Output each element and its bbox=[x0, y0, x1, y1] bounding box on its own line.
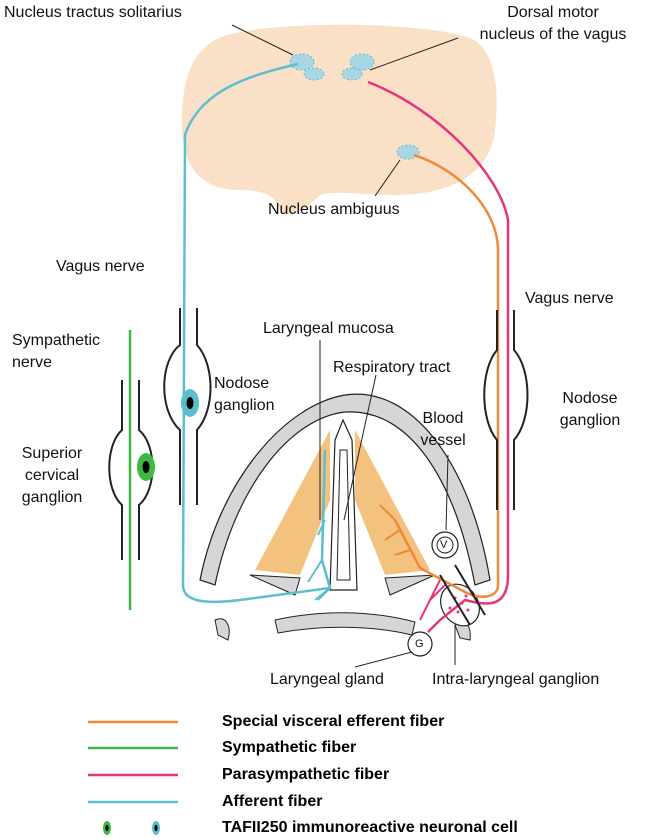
ambiguus-label: Nucleus ambiguus bbox=[268, 199, 400, 221]
dmn-label: Dorsal motor nucleus of the vagus bbox=[462, 2, 644, 46]
legend bbox=[88, 722, 178, 835]
neuronal-cell-icon bbox=[103, 821, 160, 835]
intra-laryngeal-label: Intra-laryngeal ganglion bbox=[432, 669, 599, 691]
legend-label-sympathetic: Sympathetic fiber bbox=[222, 738, 356, 758]
right-cartilage-lower bbox=[385, 575, 435, 595]
ambiguus-nucleus bbox=[397, 145, 419, 159]
right-vagus-sheath bbox=[484, 310, 527, 510]
legend-label-neuronal-cell: TAFII250 immunoreactive neuronal cell bbox=[222, 818, 518, 838]
vagus-right-label: Vagus nerve bbox=[525, 288, 614, 310]
sympathetic-nerve-label: Sympathetic nerve bbox=[12, 330, 100, 374]
cricoid-left bbox=[215, 619, 229, 640]
legend-label-afferent: Afferent fiber bbox=[222, 792, 322, 812]
gland-pointer bbox=[355, 652, 412, 667]
respiratory-tract-label: Respiratory tract bbox=[333, 357, 450, 379]
nodose-cell-icon bbox=[181, 389, 199, 417]
blood-vessel-label: Blood vessel bbox=[410, 408, 476, 452]
nts-label: Nucleus tractus solitarius bbox=[4, 2, 182, 24]
sympathetic-cell-icon bbox=[137, 453, 155, 481]
cricoid-center bbox=[275, 613, 415, 635]
gland-mark: G bbox=[415, 634, 424, 654]
vessel-mark: V bbox=[440, 535, 447, 555]
nodose-left-label: Nodose ganglion bbox=[214, 373, 275, 417]
nodose-right-label: Nodose ganglion bbox=[540, 388, 640, 432]
laryngeal-gland-label: Laryngeal gland bbox=[270, 669, 384, 691]
legend-label-special-visceral: Special visceral efferent fiber bbox=[222, 712, 444, 732]
brainstem-section bbox=[182, 25, 497, 214]
superior-cervical-label: Superior cervical ganglion bbox=[12, 443, 92, 509]
legend-label-parasympathetic: Parasympathetic fiber bbox=[222, 765, 389, 785]
vagus-left-label: Vagus nerve bbox=[56, 256, 145, 278]
laryngeal-mucosa-label: Laryngeal mucosa bbox=[263, 318, 394, 340]
